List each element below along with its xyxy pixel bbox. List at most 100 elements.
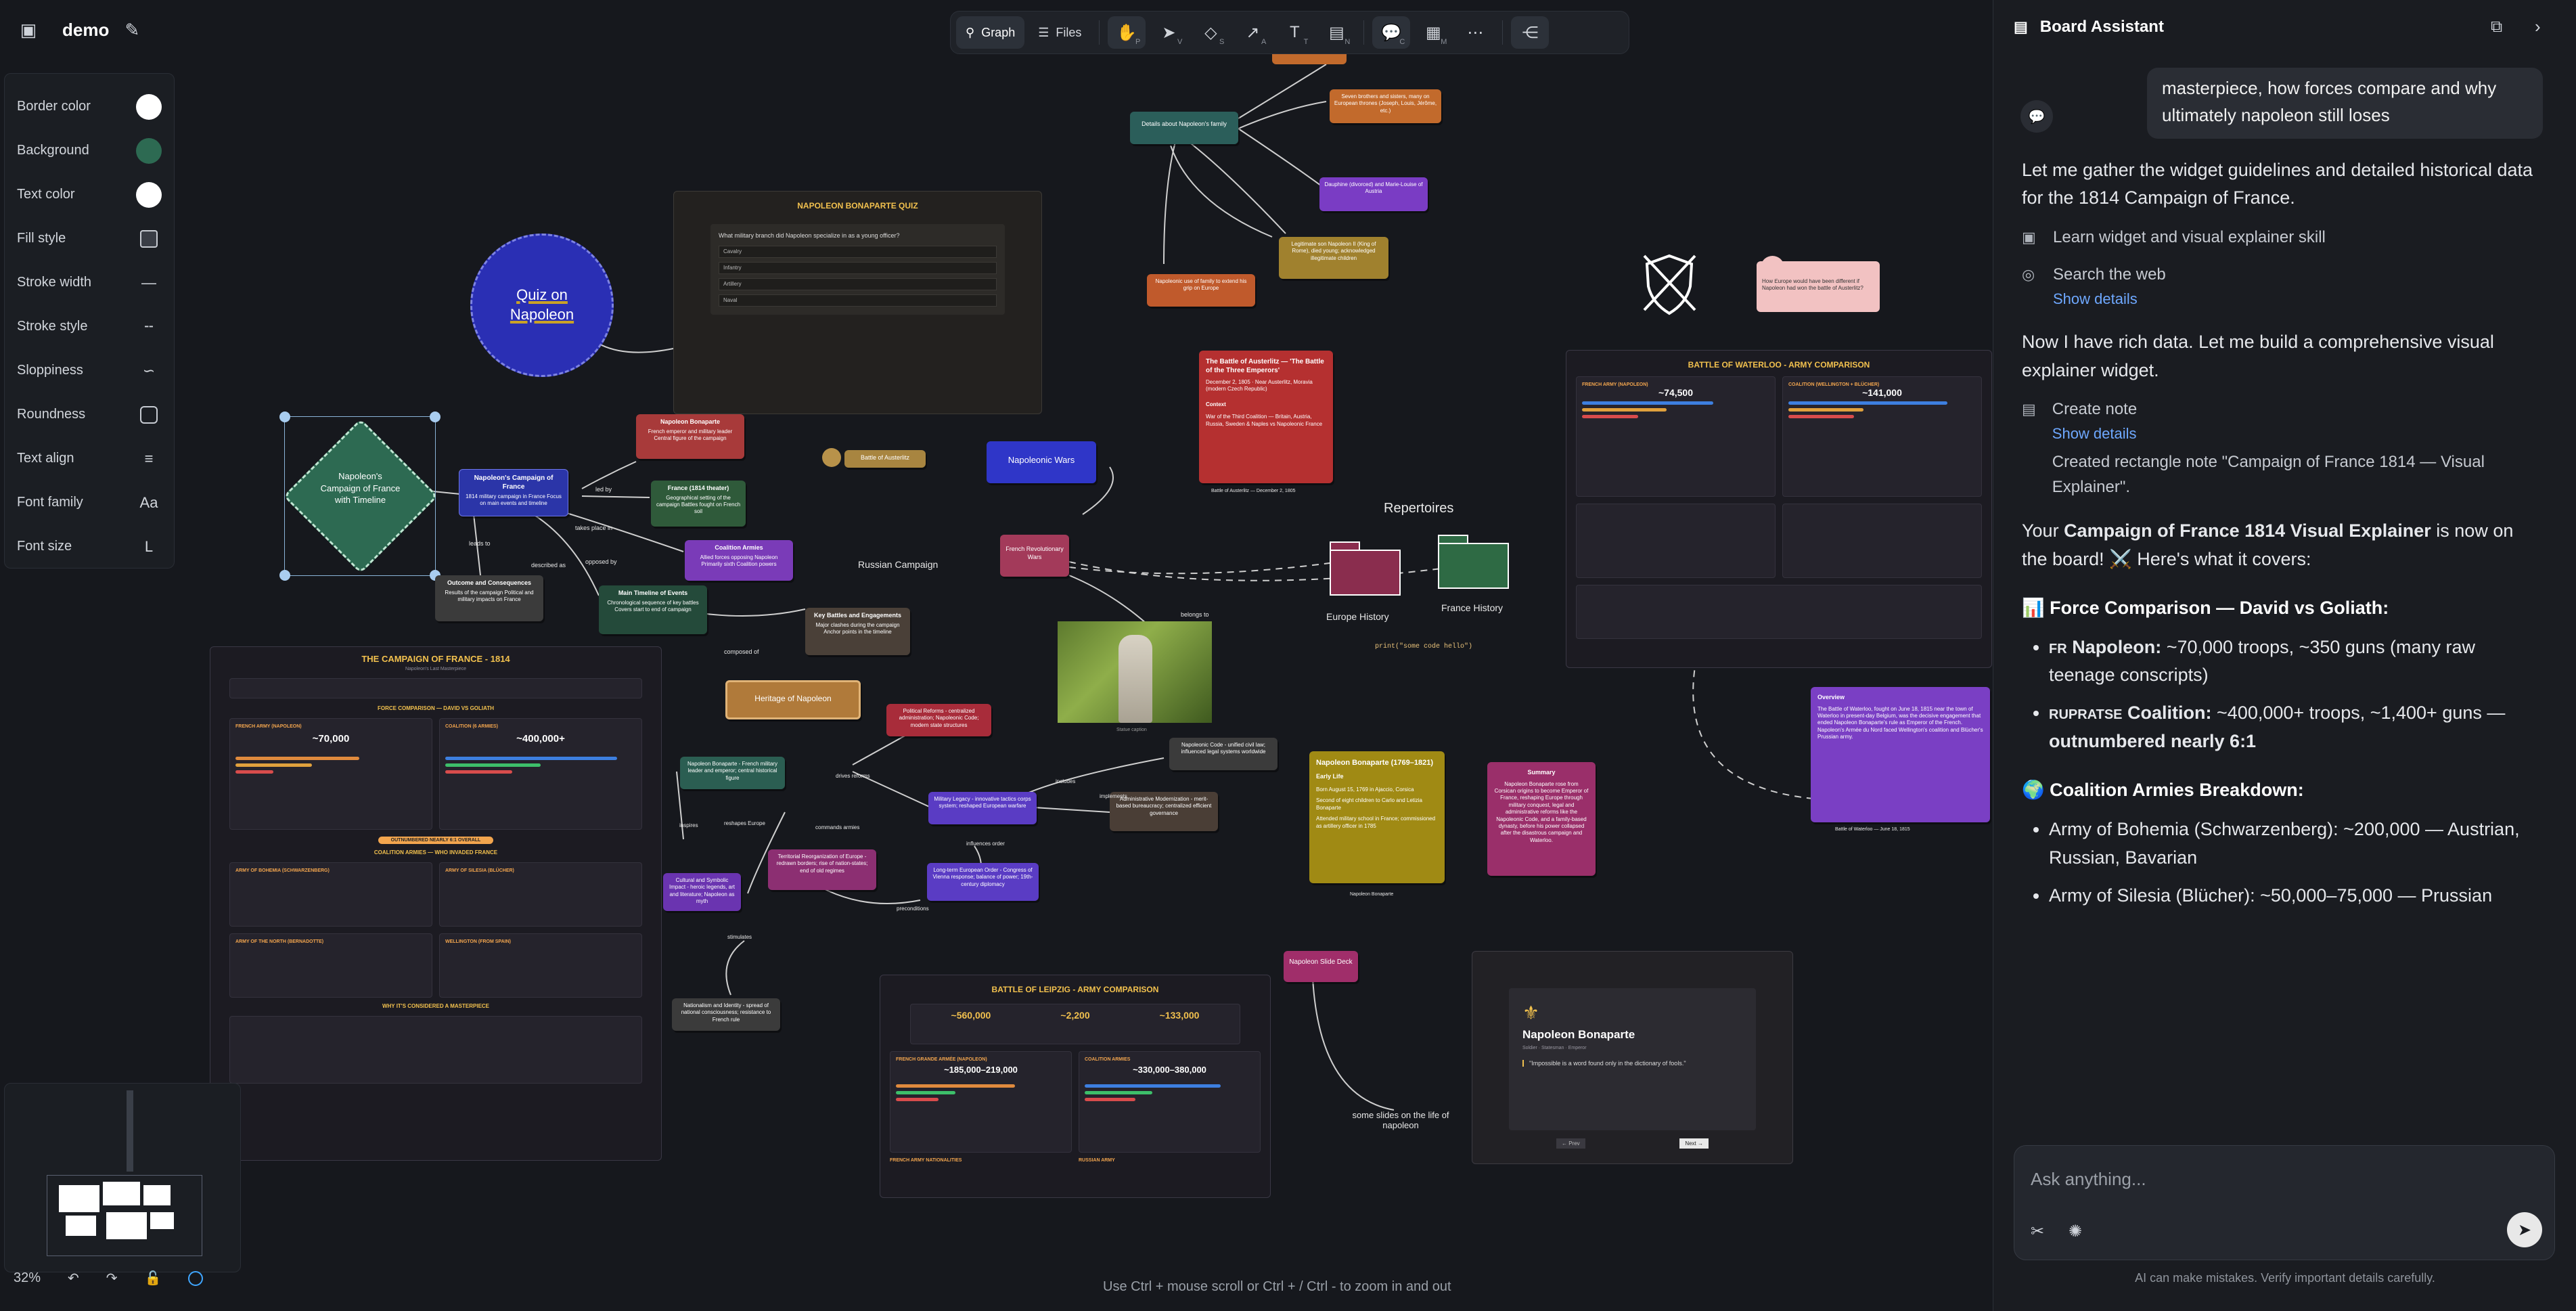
legacy-node[interactable]: Military Legacy - innovative tactics cor… [928, 792, 1037, 824]
send-button[interactable]: ➤ [2507, 1212, 2542, 1247]
background-color-swatch[interactable] [136, 137, 162, 164]
quiz-option[interactable]: Infantry [719, 262, 997, 274]
stroke-style-icon[interactable]: ╌ [144, 317, 154, 335]
prop-sloppiness[interactable]: Sloppiness∽ [17, 349, 162, 393]
legacy-node[interactable]: Long-term European Order - Congress of V… [927, 863, 1039, 901]
family-child[interactable]: Napoleonic use of family to extend his g… [1147, 274, 1255, 307]
text-align-icon[interactable]: ≡ [144, 449, 154, 467]
family-child[interactable]: Legitimate son Napoleon II (King of Rome… [1279, 237, 1388, 279]
french-rev-wars-node[interactable]: French Revolutionary Wars [1000, 535, 1069, 577]
napoleon-bio-card[interactable]: Napoleon Bonaparte (1769–1821) Early Lif… [1309, 751, 1445, 883]
quiz-option[interactable]: Artillery [719, 278, 997, 290]
campaign-france-widget[interactable]: THE CAMPAIGN OF FRANCE - 1814 Napoleon's… [210, 646, 662, 1161]
theater-node[interactable]: France (1814 theater) Geographical setti… [651, 481, 746, 527]
note-tool[interactable]: ▤N [1317, 16, 1355, 49]
text-color-swatch[interactable] [136, 181, 162, 208]
timeline-node[interactable]: Main Timeline of Events Chronological se… [599, 585, 707, 634]
austerlitz-chip[interactable]: Battle of Austerlitz [844, 450, 926, 468]
napoleon-node[interactable]: Napoleon Bonaparte French emperor and mi… [636, 414, 744, 459]
slide-widget[interactable]: ⚜ Napoleon Bonaparte Soldier · Statesman… [1472, 951, 1793, 1164]
prop-background[interactable]: Background [17, 129, 162, 173]
media-tool[interactable]: ▦M [1414, 16, 1452, 49]
folder-icon[interactable] [1438, 535, 1509, 589]
redo-icon[interactable]: ↷ [106, 1271, 118, 1286]
prop-fill-style[interactable]: Fill style [17, 217, 162, 261]
key-battles-node[interactable]: Key Battles and Engagements Major clashe… [805, 608, 910, 655]
prop-stroke-width[interactable]: Stroke width— [17, 261, 162, 305]
legacy-node[interactable]: Cultural and Symbolic Impact - heroic le… [663, 873, 741, 911]
edit-pencil-icon[interactable]: ✎ [125, 19, 140, 40]
folder-icon[interactable] [1330, 541, 1401, 596]
quiz-circle[interactable]: Quiz on Napoleon [470, 234, 614, 377]
code-snippet[interactable]: print("some code hello") [1375, 643, 1473, 650]
quiz-option[interactable]: Cavalry [719, 246, 997, 258]
comment-tool[interactable]: 💬C [1372, 16, 1411, 49]
legacy-node[interactable]: Territorial Reorganization of Europe - r… [768, 849, 876, 890]
hand-tool[interactable]: ✋P [1108, 16, 1146, 49]
resize-handle[interactable] [430, 412, 440, 422]
minimap[interactable] [4, 1083, 241, 1272]
heritage-node[interactable]: Heritage of Napoleon [725, 680, 861, 719]
quiz-option[interactable]: Naval [719, 294, 997, 307]
campaign-node[interactable]: Napoleon's Campaign of France 1814 milit… [459, 469, 568, 516]
prop-roundness[interactable]: Roundness [17, 393, 162, 437]
border-color-swatch[interactable] [136, 93, 162, 120]
open-external-icon[interactable]: ⧉ [2491, 18, 2503, 36]
resize-handle[interactable] [279, 412, 290, 422]
coalition-node[interactable]: Coalition Armies Allied forces opposing … [685, 540, 793, 581]
minimap-viewport[interactable] [47, 1175, 202, 1256]
legacy-node[interactable]: Political Reforms - centralized administ… [886, 704, 991, 736]
font-family-value[interactable]: Aa [139, 493, 158, 511]
share-button[interactable]: ⋲ [1511, 16, 1550, 49]
select-tool[interactable]: ➤V [1150, 16, 1188, 49]
more-tools-button[interactable]: ⋯ [1456, 16, 1494, 49]
legacy-node[interactable]: Administrative Modernization - merit-bas… [1110, 792, 1218, 831]
shapes-tool[interactable]: ◇S [1192, 16, 1229, 49]
leipzig-widget[interactable]: BATTLE OF LEIPZIG - ARMY COMPARISON ~560… [880, 975, 1271, 1198]
prop-stroke-style[interactable]: Stroke style╌ [17, 305, 162, 349]
sidebar-toggle-icon[interactable]: ▣ [20, 19, 37, 40]
fill-style-icon[interactable] [136, 226, 162, 252]
napoleonic-wars-node[interactable]: Napoleonic Wars [987, 441, 1096, 483]
waterloo-widget[interactable]: BATTLE OF WATERLOO - ARMY COMPARISON FRE… [1566, 350, 1992, 668]
legacy-node[interactable]: Napoleon Bonaparte - French military lea… [680, 757, 785, 789]
roundness-icon[interactable] [136, 402, 162, 428]
whiteboard-canvas[interactable]: Quiz on Napoleon Napoleon's Campaign of … [0, 0, 1993, 1311]
font-size-value[interactable]: L [144, 537, 154, 555]
slide-next-button[interactable]: Next → [1679, 1138, 1709, 1149]
graph-view-button[interactable]: ⚲Graph [956, 16, 1025, 49]
family-child[interactable]: Seven brothers and sisters, many on Euro… [1330, 89, 1441, 123]
slide-prev-button[interactable]: ← Prev [1556, 1138, 1585, 1149]
outcome-node[interactable]: Outcome and Consequences Results of the … [435, 575, 543, 621]
files-view-button[interactable]: ☰Files [1029, 16, 1091, 49]
sparkle-icon[interactable]: ✺ [2069, 1222, 2083, 1241]
resize-handle[interactable] [279, 570, 290, 581]
connector-tool[interactable]: ↗A [1234, 16, 1271, 49]
family-node[interactable]: Details about Napoleon's family [1130, 112, 1238, 144]
legacy-node[interactable]: Napoleonic Code - unified civil law; inf… [1169, 738, 1278, 770]
document-name[interactable]: demo [62, 19, 110, 40]
collapse-panel-icon[interactable]: › [2535, 16, 2541, 37]
circle-icon[interactable] [188, 1270, 204, 1286]
zoom-level[interactable]: 32% [14, 1270, 41, 1285]
tools-icon[interactable]: ✂ [2031, 1222, 2045, 1241]
legacy-node[interactable]: Nationalism and Identity - spread of nat… [672, 998, 780, 1031]
lock-icon[interactable]: 🔓 [144, 1271, 162, 1286]
show-details-link[interactable]: Show details [2052, 424, 2137, 442]
prop-text-align[interactable]: Text align≡ [17, 437, 162, 481]
austerlitz-card[interactable]: The Battle of Austerlitz — 'The Battle o… [1199, 351, 1333, 483]
summary-card[interactable]: Summary Napoleon Bonaparte rose from Cor… [1487, 762, 1596, 876]
waterloo-overview[interactable]: Overview The Battle of Waterloo, fought … [1811, 687, 1990, 822]
prop-text-color[interactable]: Text color [17, 173, 162, 217]
undo-icon[interactable]: ↶ [68, 1271, 79, 1286]
quiz-widget[interactable]: NAPOLEON BONAPARTE QUIZ What military br… [673, 191, 1042, 414]
chat-input[interactable]: Ask anything... ✂ ✺ ➤ [2014, 1145, 2555, 1260]
prop-border-color[interactable]: Border color [17, 85, 162, 129]
stroke-width-icon[interactable]: — [141, 273, 156, 291]
show-details-link[interactable]: Show details [2053, 290, 2138, 307]
family-child[interactable]: Dauphine (divorced) and Marie-Louise of … [1319, 177, 1428, 211]
statue-image[interactable] [1058, 621, 1212, 723]
